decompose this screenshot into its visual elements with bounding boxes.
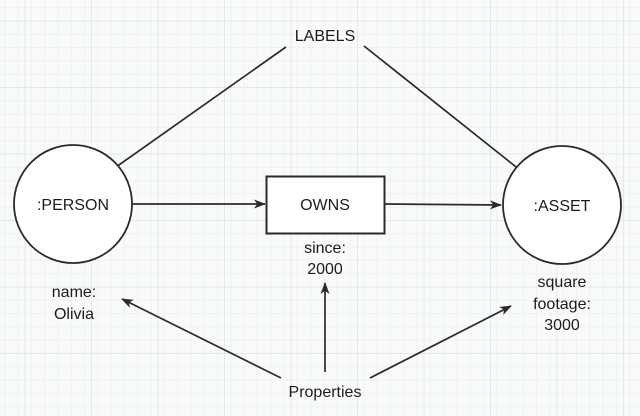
person-node-label: :PERSON <box>37 197 109 214</box>
asset-node <box>502 145 622 265</box>
labels-annotation: LABELS <box>295 28 355 45</box>
person-property-line-2: Olivia <box>54 306 94 323</box>
asset-property-line-3: 3000 <box>544 317 580 334</box>
asset-property-line-1: square <box>538 274 587 291</box>
labels-to-person-arrow <box>91 46 287 185</box>
properties-annotation: Properties <box>289 384 362 401</box>
person-node <box>13 144 133 264</box>
owns-to-asset-edge <box>383 200 502 210</box>
owns-property-line-1: since: <box>304 240 346 257</box>
person-property-line-1: name: <box>52 284 96 301</box>
asset-property-line-2: footage: <box>533 296 591 313</box>
asset-node-label: :ASSET <box>534 198 591 215</box>
owns-property-line-2: 2000 <box>307 261 343 278</box>
owns-relationship-label: OWNS <box>300 197 350 214</box>
properties-to-footage-arrow <box>369 305 512 379</box>
properties-to-name-arrow <box>121 298 282 379</box>
owns-relationship-box <box>265 175 386 235</box>
labels-to-asset-arrow <box>363 45 541 187</box>
